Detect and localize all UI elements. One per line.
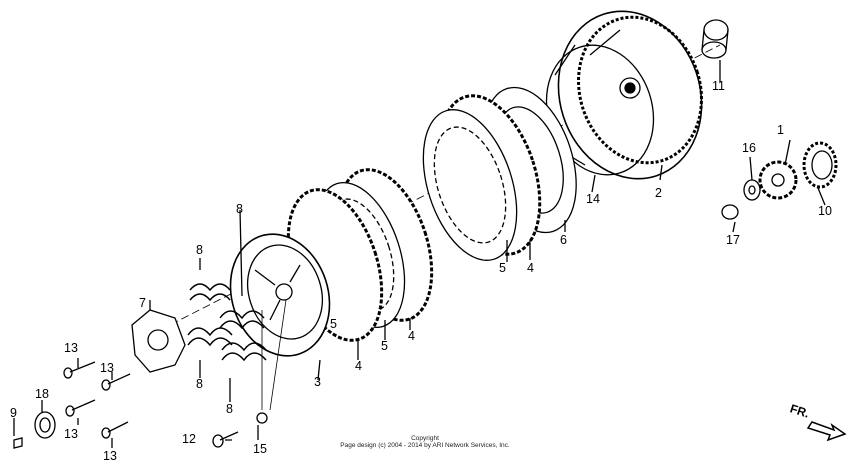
callout-14: 14 bbox=[586, 192, 600, 206]
callout-2: 2 bbox=[655, 186, 662, 200]
spring-washer-part bbox=[256, 412, 268, 424]
callout-10: 10 bbox=[818, 204, 832, 218]
clutch-spring-part bbox=[187, 283, 267, 362]
callout-11: 11 bbox=[712, 79, 725, 93]
callout-9: 9 bbox=[10, 406, 17, 420]
callout-12: 12 bbox=[182, 432, 196, 446]
callout-13: 13 bbox=[64, 427, 78, 441]
callout-8: 8 bbox=[226, 402, 233, 416]
primary-gear-part bbox=[758, 160, 798, 200]
callout-13: 13 bbox=[64, 341, 78, 355]
callout-18: 18 bbox=[35, 387, 49, 401]
bearing-part bbox=[34, 411, 56, 439]
pressure-plate-part bbox=[229, 233, 331, 357]
callout-15: 15 bbox=[253, 442, 267, 456]
copyright-line: Copyright bbox=[411, 435, 439, 442]
callout-3: 3 bbox=[314, 375, 321, 389]
front-arrow-icon bbox=[806, 421, 847, 442]
bolt-part bbox=[63, 361, 131, 439]
callout-1: 1 bbox=[777, 123, 784, 137]
callout-8: 8 bbox=[236, 202, 243, 216]
callout-4: 4 bbox=[527, 261, 534, 275]
callout-4: 4 bbox=[355, 359, 362, 373]
lock-nut-part bbox=[721, 204, 739, 220]
callout-13: 13 bbox=[103, 449, 117, 463]
callout-5: 5 bbox=[330, 317, 337, 331]
callout-4: 4 bbox=[408, 329, 415, 343]
callout-7: 7 bbox=[139, 296, 146, 310]
callout-6: 6 bbox=[560, 233, 567, 247]
callout-8: 8 bbox=[196, 377, 203, 391]
callout-17: 17 bbox=[726, 233, 740, 247]
washer-part bbox=[743, 179, 761, 201]
callout-5: 5 bbox=[381, 339, 388, 353]
bushing-part bbox=[701, 19, 729, 59]
callout-16: 16 bbox=[742, 141, 756, 155]
sprocket-gear-part bbox=[802, 141, 838, 189]
copyright-notice: Copyright Page design (c) 2004 - 2014 by… bbox=[330, 435, 520, 449]
callout-5: 5 bbox=[499, 261, 506, 275]
copyright-line: Page design (c) 2004 - 2014 by ARI Netwo… bbox=[340, 442, 510, 450]
callout-13: 13 bbox=[100, 361, 114, 375]
callout-8: 8 bbox=[196, 243, 203, 257]
lifter-plate-part bbox=[131, 309, 186, 373]
pin-part bbox=[13, 437, 23, 449]
front-direction-indicator: FR. bbox=[788, 401, 850, 444]
